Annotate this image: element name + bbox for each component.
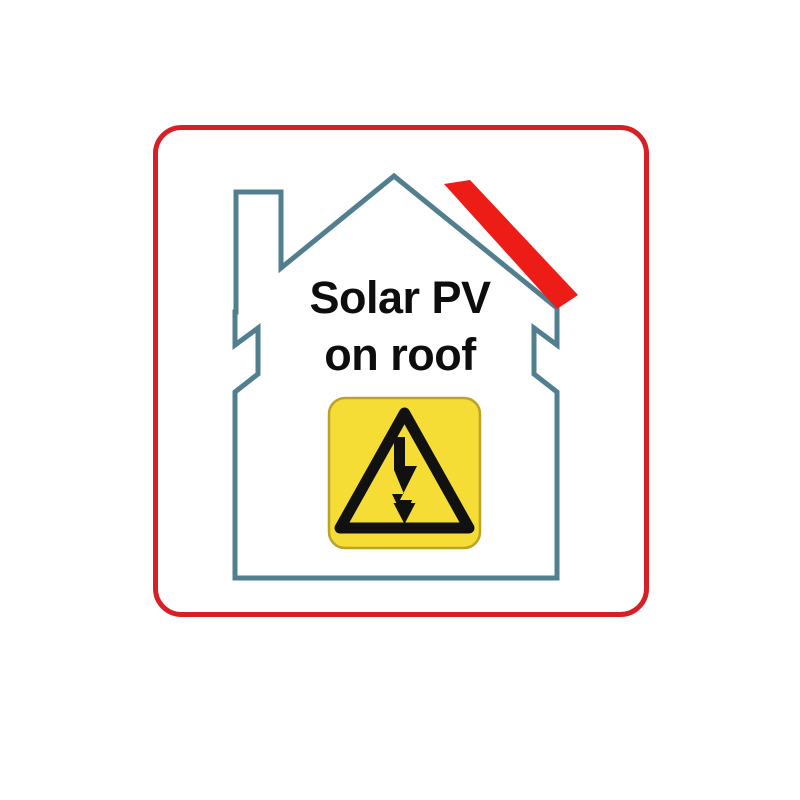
solar-panel-icon — [444, 180, 578, 309]
warning-triangle-icon — [334, 407, 475, 534]
electrical-hazard-sign — [327, 396, 482, 550]
house-outline-icon — [232, 172, 560, 581]
lightning-arrowhead-icon — [393, 503, 416, 524]
lightning-bolt-icon — [392, 437, 417, 520]
